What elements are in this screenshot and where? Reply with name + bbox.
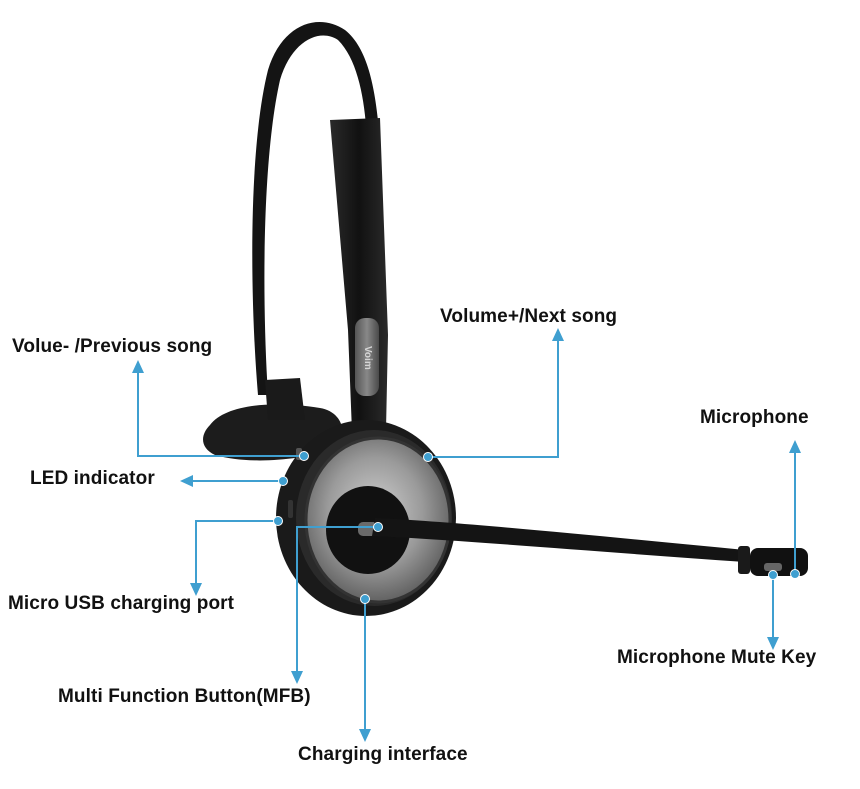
label-microphone: Microphone: [700, 407, 809, 428]
headband: [252, 22, 388, 432]
label-mfb: Multi Function Button(MFB): [58, 686, 311, 707]
label-charging-interface: Charging interface: [298, 744, 468, 765]
label-volume-down: Volue- /Previous song: [12, 336, 213, 357]
callout-arrowheads: [132, 328, 801, 742]
label-volume-up: Volume+/Next song: [440, 306, 618, 327]
callout-lines: [137, 340, 796, 730]
label-micro-usb-port: Micro USB charging port: [8, 593, 235, 614]
ear-cup: [276, 420, 456, 616]
brand-logo-text: Voim: [362, 346, 373, 370]
microphone-boom: [372, 518, 808, 576]
headband-adjust-slider: [355, 318, 379, 396]
mute-key: [764, 563, 782, 571]
callout-dots: [273, 451, 800, 604]
label-led-indicator: LED indicator: [30, 468, 155, 489]
label-mute-key: Microphone Mute Key: [617, 647, 817, 668]
